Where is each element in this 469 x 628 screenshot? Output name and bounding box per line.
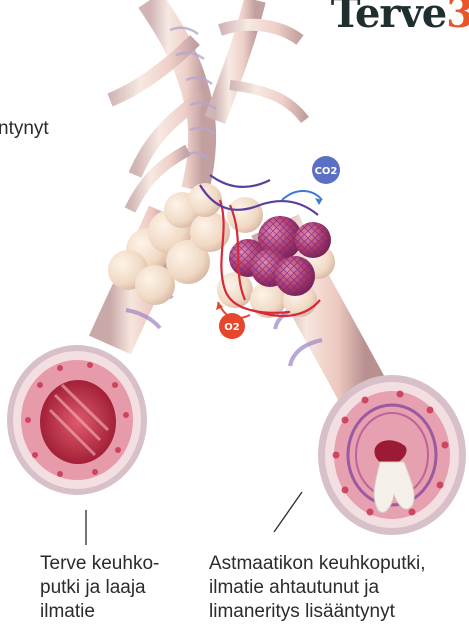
upper-bronchioles <box>110 0 305 210</box>
o2-label: O2 <box>224 322 240 333</box>
healthy-bronchus-cross-section <box>7 345 147 495</box>
asthmatic-bronchus-cross-section <box>318 375 466 535</box>
co2-label: CO2 <box>315 166 338 177</box>
o2-badge: O2 <box>219 313 245 339</box>
co2-arrow <box>282 191 322 205</box>
co2-badge: CO2 <box>312 156 340 184</box>
asthmatic-leader-line <box>274 492 302 532</box>
asthmatic-bronchus-caption: Astmaatikon keuhkoputki, ilmatie ahtautu… <box>209 552 469 624</box>
healthy-bronchus-caption: Terve keuhko- putki ja laaja ilmatie <box>40 552 200 624</box>
wide-airway-lumen <box>40 380 116 464</box>
